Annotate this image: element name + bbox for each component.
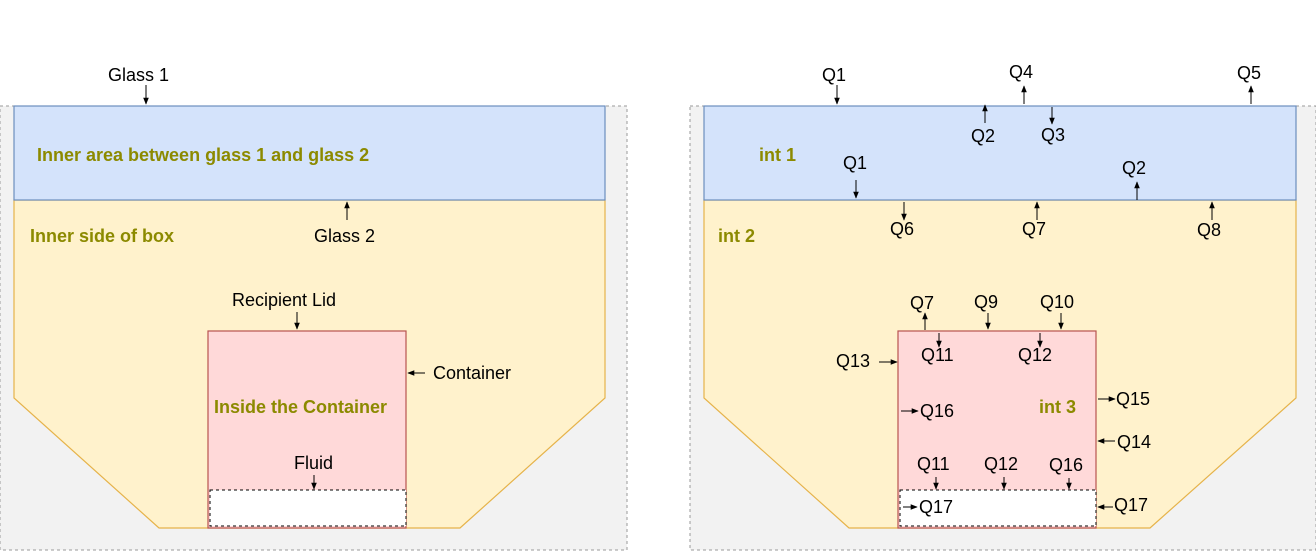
left-glass-area bbox=[13, 105, 606, 201]
q15-label: Q15 bbox=[1116, 389, 1150, 409]
q14-label: Q14 bbox=[1117, 432, 1151, 452]
recipient-lid-label: Recipient Lid bbox=[232, 290, 336, 310]
glass1-label: Glass 1 bbox=[108, 65, 169, 85]
q17-outer-label: Q17 bbox=[1114, 495, 1148, 515]
q9-label: Q9 bbox=[974, 292, 998, 312]
zone3-label: int 3 bbox=[1039, 397, 1076, 417]
q13-label: Q13 bbox=[836, 351, 870, 371]
left-diagram: Inner area between glass 1 and glass 2 I… bbox=[0, 65, 628, 551]
container-label: Container bbox=[433, 363, 511, 383]
q10-label: Q10 bbox=[1040, 292, 1074, 312]
q7-lid-label: Q7 bbox=[910, 293, 934, 313]
q16-fluid-label: Q16 bbox=[1049, 455, 1083, 475]
q11-fluid-label: Q11 bbox=[917, 454, 950, 474]
q6-label: Q6 bbox=[890, 219, 914, 239]
zone2-label: int 2 bbox=[718, 226, 755, 246]
q5-label: Q5 bbox=[1237, 63, 1261, 83]
q12-fluid-label: Q12 bbox=[984, 454, 1018, 474]
fluid-label: Fluid bbox=[294, 453, 333, 473]
right-fluid bbox=[899, 489, 1097, 527]
q8-label: Q8 bbox=[1197, 220, 1221, 240]
q7-glass-label: Q7 bbox=[1022, 219, 1046, 239]
left-fluid bbox=[209, 489, 407, 527]
right-glass-area bbox=[703, 105, 1297, 201]
glass-area-label: Inner area between glass 1 and glass 2 bbox=[37, 145, 369, 165]
q4-label: Q4 bbox=[1009, 62, 1033, 82]
q1-inner-label: Q1 bbox=[843, 153, 867, 173]
zone1-label: int 1 bbox=[759, 145, 796, 165]
right-diagram: int 1 int 2 int 3 Q1 Q4 Q5 Q2 Q3 Q1 Q2 Q… bbox=[689, 62, 1316, 551]
q1-top-label: Q1 bbox=[822, 65, 846, 85]
q3-label: Q3 bbox=[1041, 125, 1065, 145]
box-interior-label: Inner side of box bbox=[30, 226, 174, 246]
q11-lid-label: Q11 bbox=[921, 345, 954, 365]
q16-left-label: Q16 bbox=[920, 401, 954, 421]
q2-top-label: Q2 bbox=[971, 126, 995, 146]
q2-inner-label: Q2 bbox=[1122, 158, 1146, 178]
glass2-label: Glass 2 bbox=[314, 226, 375, 246]
container-interior-label: Inside the Container bbox=[214, 397, 387, 417]
q12-lid-label: Q12 bbox=[1018, 345, 1052, 365]
q17-inner-label: Q17 bbox=[919, 497, 953, 517]
